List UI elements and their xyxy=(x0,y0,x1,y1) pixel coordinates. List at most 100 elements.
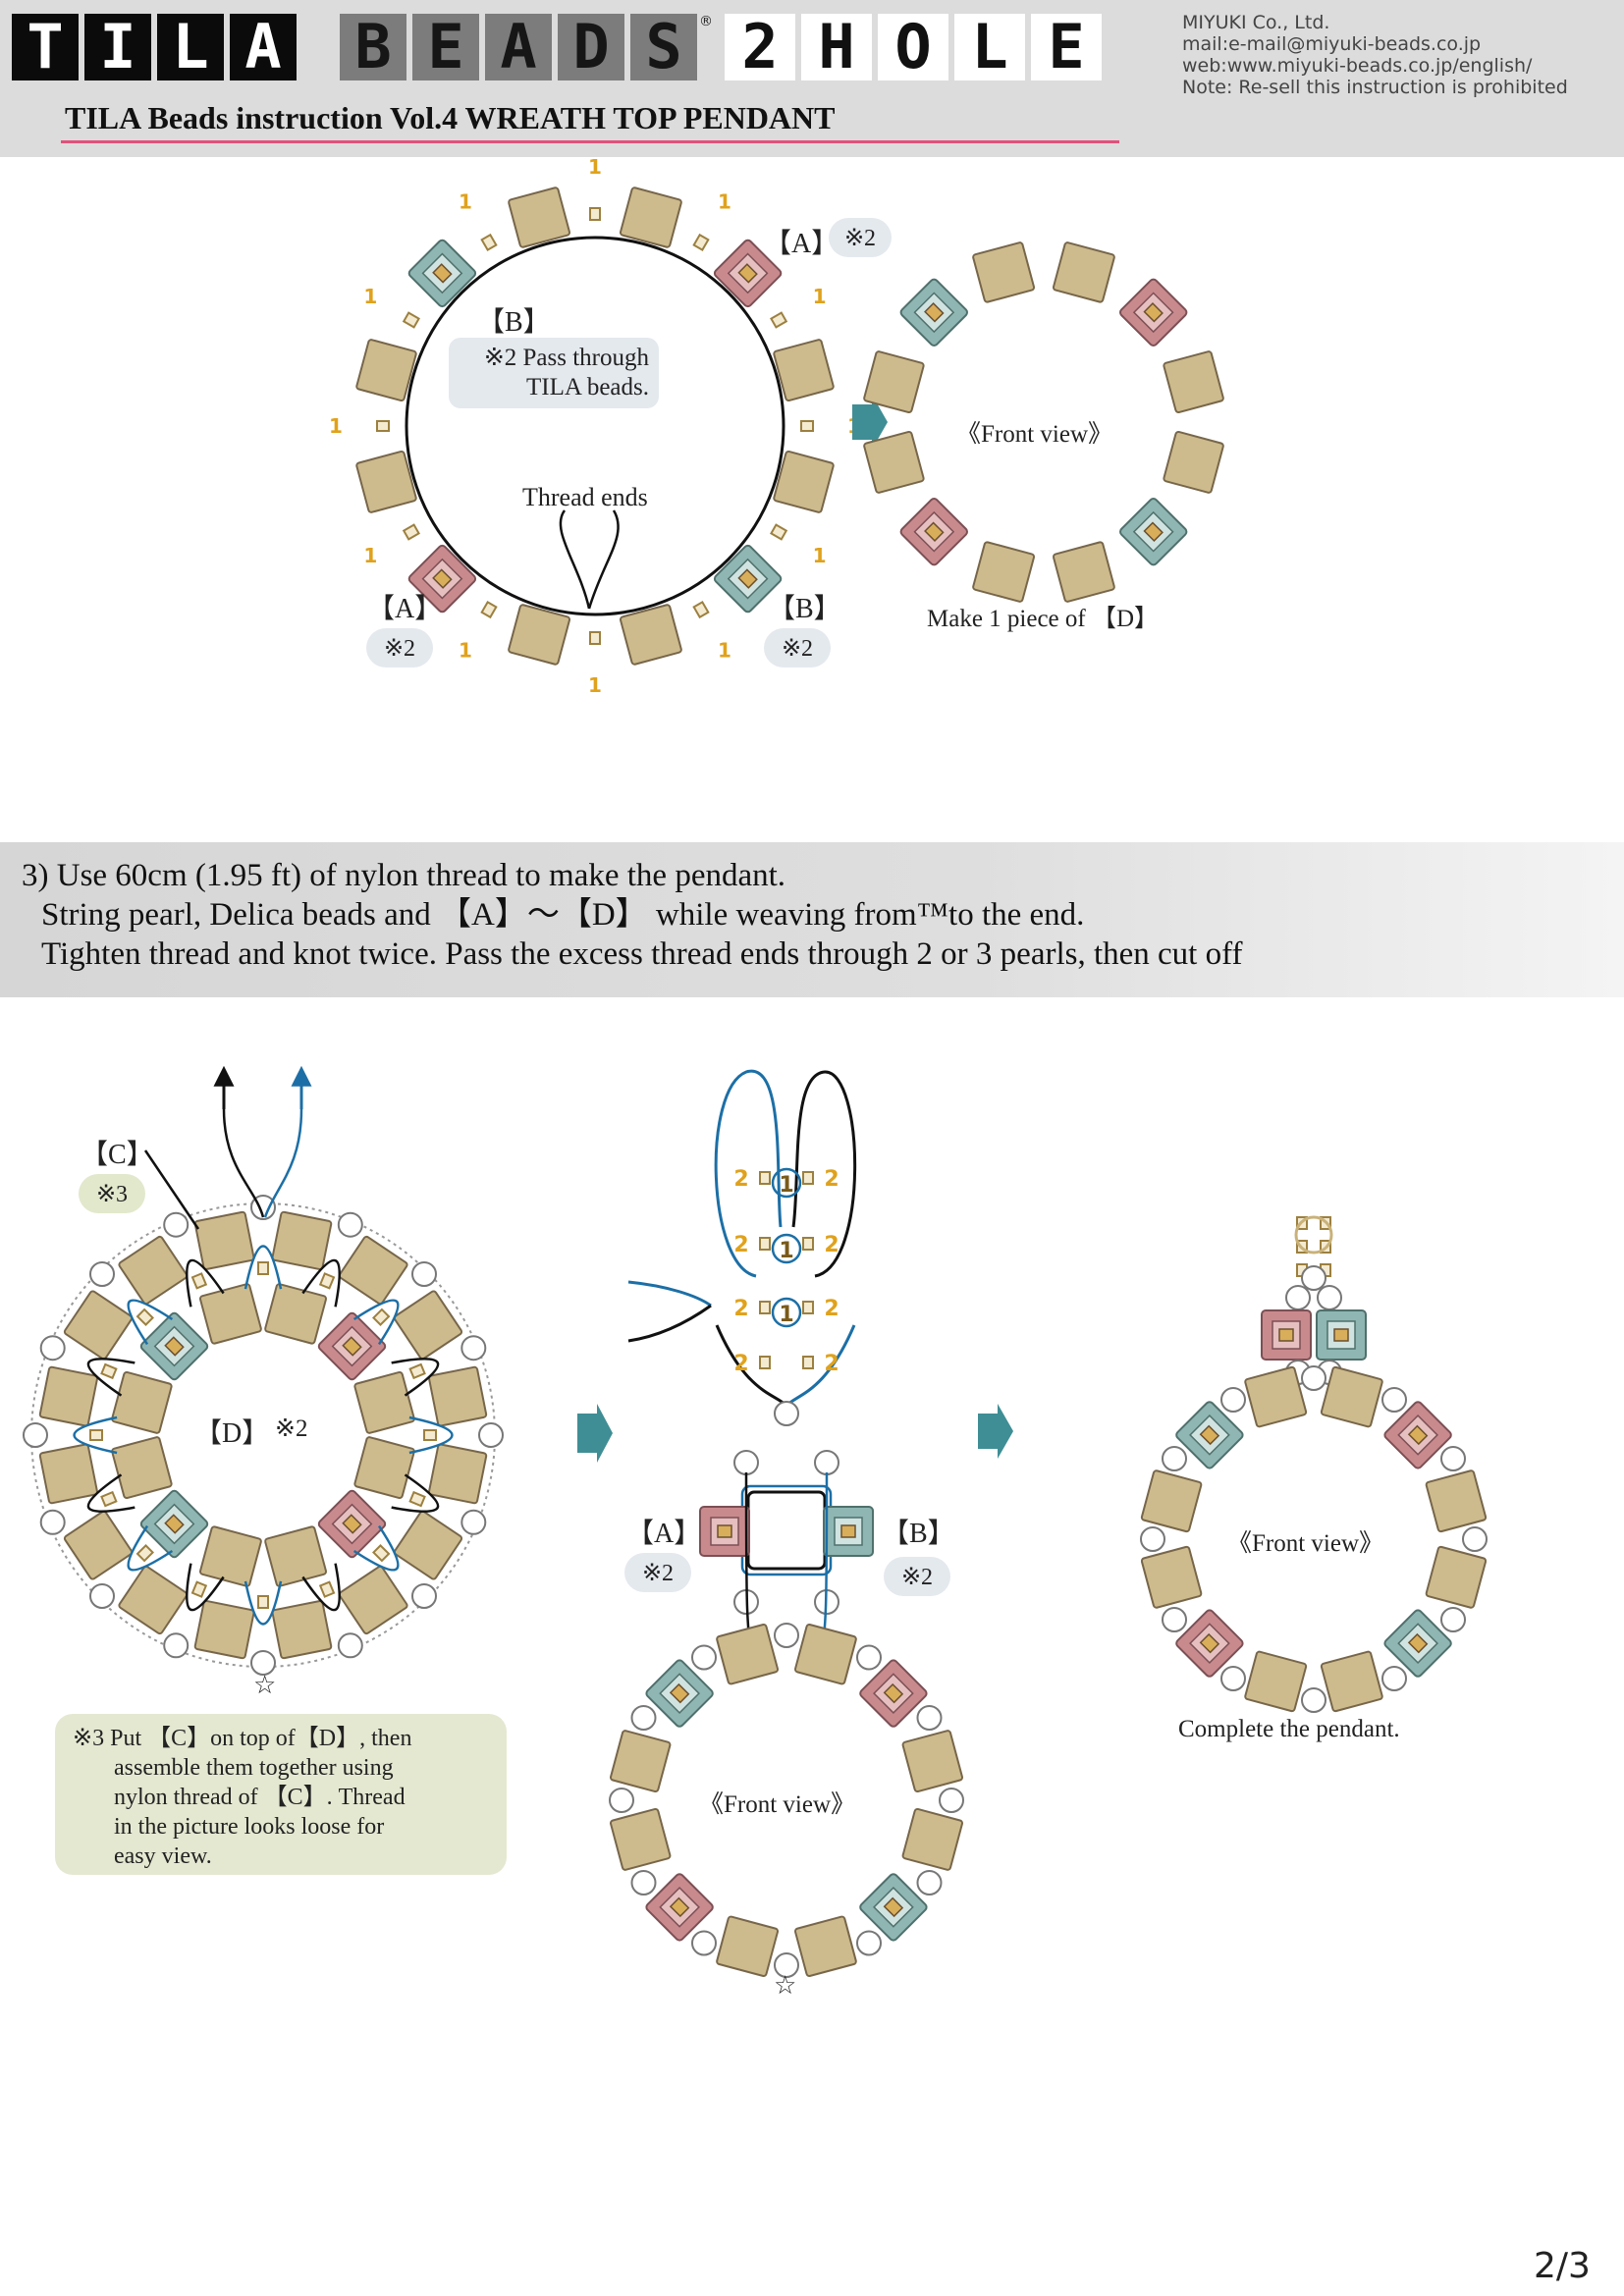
pearl-bead xyxy=(478,1422,504,1448)
pearl-bead xyxy=(1301,1365,1326,1391)
delica-bead xyxy=(759,1301,771,1314)
page-number: 2/3 xyxy=(1534,2246,1591,2286)
bead-count-label: 1 xyxy=(459,639,472,663)
thread-path xyxy=(627,1280,712,1308)
label-bead-c: 【C】 xyxy=(81,1140,154,1170)
mark-badge: ※2 xyxy=(884,1557,950,1596)
step-3-instructions: 3) Use 60cm (1.95 ft) of nylon thread to… xyxy=(22,856,1242,974)
pearl-bead xyxy=(814,1450,839,1475)
star-start-mark: ☆ xyxy=(774,1971,797,2000)
note-line: ※3 Put 【C】on top of【D】, then xyxy=(73,1726,412,1751)
bead-b xyxy=(138,1488,210,1560)
tila-bead xyxy=(793,1914,858,1978)
thread-path xyxy=(771,1233,802,1264)
delica-bead xyxy=(136,1308,154,1326)
tila-bead xyxy=(1162,430,1225,495)
thread-path xyxy=(86,1473,135,1514)
label-bead-b: 【B】 xyxy=(768,594,841,624)
star-start-mark: ☆ xyxy=(253,1671,277,1699)
pearl-bead xyxy=(691,1930,717,1956)
pearl-bead xyxy=(1162,1446,1187,1471)
thread-loop xyxy=(1294,1215,1333,1255)
bead-count-label: 1 xyxy=(813,544,827,567)
tila-bead-c xyxy=(271,1210,333,1271)
mark-badge: ※2 xyxy=(624,1553,691,1592)
tila-bead-d xyxy=(263,1524,328,1588)
thread-path xyxy=(746,1490,827,1571)
delica-bead xyxy=(423,1429,437,1441)
delica-bead xyxy=(190,1272,207,1290)
tila-bead xyxy=(772,450,836,514)
tila-bead xyxy=(609,1729,673,1793)
figure-4-pendant xyxy=(1140,1215,1488,1713)
tila-bead-c xyxy=(392,1289,464,1362)
bead-count-label: 2 xyxy=(733,1233,748,1257)
tila-bead xyxy=(1425,1468,1488,1533)
mark-badge: ※2 xyxy=(829,218,892,257)
pearl-bead xyxy=(1220,1666,1246,1691)
note-line: TILA beads. xyxy=(526,374,649,400)
tila-bead xyxy=(1140,1545,1203,1610)
pearl-bead xyxy=(89,1261,115,1287)
thread-path xyxy=(740,1484,833,1576)
bead-a xyxy=(699,1506,750,1557)
bead-b xyxy=(138,1310,210,1382)
delica-bead xyxy=(100,1362,118,1379)
step-line: String pearl, Delica beads and 【A】～【D】 w… xyxy=(41,897,1085,933)
thread-path xyxy=(127,1299,174,1346)
thread-path xyxy=(244,1245,283,1290)
pearl-bead xyxy=(1440,1607,1466,1632)
label-bead-a: 【A】 xyxy=(626,1519,702,1549)
tila-bead-d xyxy=(352,1370,416,1435)
delica-bead xyxy=(759,1171,771,1185)
tila-bead-c xyxy=(193,1599,255,1660)
bead-count-label: 1 xyxy=(779,1303,793,1327)
title-underline xyxy=(61,140,1119,143)
tila-bead-d xyxy=(198,1524,263,1588)
delica-bead xyxy=(136,1544,154,1562)
company-info: MIYUKI Co., Ltd. mail:e-mail@miyuki-bead… xyxy=(1182,12,1568,98)
tila-bead-c xyxy=(337,1234,409,1307)
logo-letter: A xyxy=(230,14,297,80)
note-assemble: ※3 Put 【C】on top of【D】, then assemble th… xyxy=(55,1714,507,1875)
pearl-bead xyxy=(1317,1285,1342,1310)
thread-path xyxy=(301,1563,342,1612)
tila-bead-c xyxy=(38,1443,99,1505)
pearl-bead xyxy=(337,1632,363,1659)
thread-path xyxy=(185,1258,225,1308)
thread-path xyxy=(352,1299,400,1346)
tila-bead xyxy=(1320,1650,1384,1713)
tila-bead xyxy=(862,349,926,414)
pearl-bead xyxy=(1301,1265,1326,1291)
instruction-caption: Complete the pendant. xyxy=(1178,1716,1400,1742)
pearl-bead xyxy=(916,1705,943,1731)
instruction-caption: Make 1 piece of 【D】 xyxy=(927,606,1160,632)
thread-path xyxy=(785,1324,856,1408)
tila-bead xyxy=(619,186,683,249)
tila-bead-c xyxy=(427,1365,488,1427)
bead-a xyxy=(1117,276,1190,348)
note-line: in the picture looks loose for xyxy=(114,1814,385,1840)
delica-bead xyxy=(759,1356,771,1369)
pearl-bead xyxy=(774,1401,799,1426)
delica-bead xyxy=(257,1595,269,1609)
note-line: ※2 Pass through xyxy=(483,345,649,371)
pearl-bead xyxy=(1440,1446,1466,1471)
tila-bead-d xyxy=(110,1370,174,1435)
label-bead-b: 【B】 xyxy=(882,1519,955,1549)
pearl-bead xyxy=(774,1623,799,1648)
bead-count-label: 2 xyxy=(824,1352,839,1376)
pearl-bead xyxy=(1140,1526,1165,1552)
bead-count-label: 1 xyxy=(363,285,377,308)
pearl-bead xyxy=(460,1335,487,1362)
bead-count-label: 1 xyxy=(588,155,602,179)
tila-bead xyxy=(862,430,926,495)
pearl-bead xyxy=(163,1211,189,1238)
bead-count-label: 2 xyxy=(824,1167,839,1192)
pearl-bead xyxy=(1162,1607,1187,1632)
tila-bead-d xyxy=(263,1282,328,1346)
company-name: MIYUKI Co., Ltd. xyxy=(1182,12,1330,33)
thread-path xyxy=(391,1357,440,1397)
tila-bead xyxy=(772,338,836,402)
